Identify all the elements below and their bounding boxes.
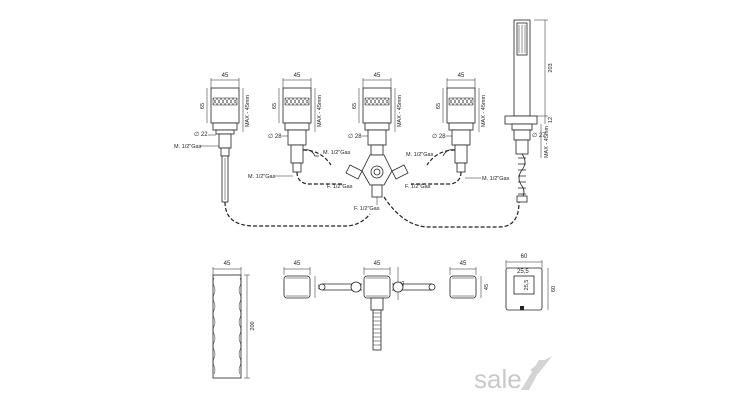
spout-plan: 45 200 — [212, 261, 256, 379]
height-65-label: 65 — [436, 103, 442, 109]
m-gas-label: M. 1/2"Gas — [248, 174, 276, 180]
valve-left-plan: 45 45 — [283, 261, 324, 299]
width-45-label: 45 — [222, 73, 229, 79]
valve-left-elevation: 45 65 MAX - 45mm ∅ 28 M. 1/2"Gas M. 1/2"… — [248, 73, 351, 180]
dia-22-label: ∅ 22 — [194, 131, 208, 138]
sale-watermark: sale — [474, 356, 552, 394]
knurl-pattern — [212, 97, 238, 106]
width-45-label: 45 — [224, 261, 231, 267]
max-45-label: MAX - 45mm — [397, 95, 403, 128]
max-45-label: MAX - 45mm — [481, 95, 487, 128]
length-200-label: 200 — [250, 321, 256, 330]
width-45-label: 45 — [374, 261, 381, 267]
size-25-label: 25,5 — [524, 280, 530, 291]
max-45-label: MAX - 45mm — [245, 95, 251, 128]
diverter-elevation: 45 65 MAX - 45mm ∅ 28 F. 1/2"Gas F. 1/2"… — [327, 73, 431, 212]
valve-right-elevation: 45 65 MAX - 45mm ∅ 28 M. 1/2"Gas M. 1/2"… — [406, 73, 510, 182]
dia-27-label: ∅ 27 — [532, 132, 546, 139]
width-45-label: 45 — [484, 284, 490, 290]
max-45-label: MAX - 45mm — [317, 95, 323, 128]
dia-28-label: ∅ 28 — [432, 133, 446, 140]
height-60-label: 60 — [551, 286, 557, 292]
height-65-label: 65 — [272, 103, 278, 109]
m-gas-label: M. 1/2"Gas — [482, 176, 510, 182]
diverter-plan: 45 45 — [318, 261, 436, 351]
m-gas-label: M. 1/2"Gas — [323, 150, 351, 156]
width-45-label: 45 — [374, 73, 381, 79]
valve-right-plan: 45 45 — [449, 261, 490, 299]
width-45-label: 45 — [294, 261, 301, 267]
m-gas-label: M. 1/2"Gas — [406, 152, 434, 158]
width-60-label: 60 — [521, 254, 528, 260]
height-12-label: 12 — [548, 117, 554, 123]
f-gas-label: F. 1/2"Gas — [327, 184, 353, 190]
handshower-elevation: 203 12 MAX - 45mm ∅ 27 — [504, 19, 554, 203]
spout-top-view — [212, 274, 242, 379]
height-65-label: 65 — [200, 103, 206, 109]
watermark-text: sale — [474, 364, 522, 394]
m-gas-label: M. 1/2"Gas — [174, 144, 202, 150]
holder-plan: 60 25,5 25,5 60 — [505, 254, 557, 311]
width-45-label: 45 — [458, 73, 465, 79]
dia-28-label: ∅ 28 — [348, 133, 362, 140]
width-45-label: 45 — [460, 261, 467, 267]
spout-elevation: 45 65 MAX - 45mm ∅ 22 M. 1/2"Gas — [174, 73, 251, 203]
height-203-label: 203 — [548, 63, 554, 72]
f-gas-label: F. 1/2"Gas — [405, 184, 431, 190]
size-25-label: 25,5 — [517, 269, 529, 275]
f-gas-label: F. 1/2"Gas — [354, 206, 380, 212]
height-65-label: 65 — [352, 103, 358, 109]
dia-28-label: ∅ 28 — [268, 133, 282, 140]
connecting-hoses — [224, 171, 520, 228]
width-45-label: 45 — [294, 73, 301, 79]
max-45-label: MAX - 45mm — [544, 126, 550, 159]
